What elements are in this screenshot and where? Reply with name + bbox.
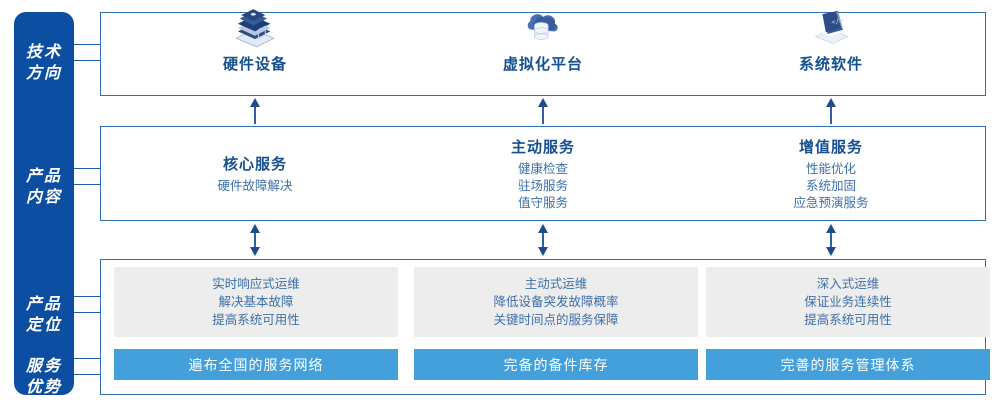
sidebar-item-product-positioning-line2: 定位 xyxy=(25,317,62,334)
positioning-line: 深入式运维 xyxy=(816,277,880,291)
advantage-bar-spare-parts[interactable]: 完备的备件库存 xyxy=(414,349,698,380)
positioning-line: 降低设备突发故障概率 xyxy=(493,295,619,309)
arrow-up-system-software xyxy=(826,98,836,124)
product-column-active-service[interactable]: 主动服务 健康检查 驻场服务 值守服务 xyxy=(398,126,688,221)
product-column-value-added-service[interactable]: 增值服务 性能优化 系统加固 应急预演服务 xyxy=(686,126,976,221)
product-content-section xyxy=(100,126,986,221)
tech-column-hardware[interactable]: 硬件设备 xyxy=(110,4,400,80)
tech-title-hardware: 硬件设备 xyxy=(222,56,287,73)
product-item: 性能优化 xyxy=(805,161,856,176)
advantage-bar-label: 遍布全国的服务网络 xyxy=(188,356,324,373)
advantage-bar-service-network[interactable]: 遍布全国的服务网络 xyxy=(114,349,398,380)
arrow-bidirectional-core xyxy=(250,224,260,256)
arrow-bidirectional-active xyxy=(538,224,548,256)
product-item: 系统加固 xyxy=(805,178,856,193)
product-heading-core-service: 核心服务 xyxy=(222,155,287,173)
sidebar-item-product-content-line2: 内容 xyxy=(25,189,62,206)
product-heading-active-service: 主动服务 xyxy=(510,138,575,156)
connector-line-prod-bottom xyxy=(74,184,102,185)
sidebar-item-tech-direction-line1: 技术 xyxy=(25,44,62,61)
arrow-up-virtualization xyxy=(538,98,548,124)
product-item: 健康检查 xyxy=(517,161,568,176)
connector-line-pos-bottom xyxy=(74,312,102,313)
tech-title-system-software: 系统软件 xyxy=(798,56,863,73)
arrow-bidirectional-value-added xyxy=(826,224,836,256)
sidebar-item-product-content-line1: 产品 xyxy=(25,168,62,185)
advantage-bar-label: 完备的备件库存 xyxy=(503,356,609,373)
server-stack-icon xyxy=(235,9,275,48)
tech-column-virtualization[interactable]: 虚拟化平台 xyxy=(398,4,688,80)
product-item: 硬件故障解决 xyxy=(217,178,293,193)
category-sidebar: 技术 方向 产品 内容 产品 定位 服务 优势 xyxy=(14,12,74,398)
product-item: 应急预演服务 xyxy=(793,195,869,210)
connector-line-prod-top xyxy=(74,168,102,169)
positioning-line: 提高系统可用性 xyxy=(212,313,300,327)
connector-line-pos-top xyxy=(74,296,102,297)
product-item: 值守服务 xyxy=(517,195,568,210)
positioning-line: 关键时间点的服务保障 xyxy=(493,313,619,327)
advantage-bar-label: 完善的服务管理体系 xyxy=(780,356,916,373)
sidebar-item-tech-direction-line2: 方向 xyxy=(25,65,62,82)
positioning-line: 提高系统可用性 xyxy=(804,313,892,327)
product-item: 驻场服务 xyxy=(517,178,568,193)
positioning-line: 实时响应式运维 xyxy=(212,277,300,291)
sidebar-item-service-advantage-line1: 服务 xyxy=(25,358,62,375)
sidebar-item-service-advantage-line2: 优势 xyxy=(25,379,62,396)
laptop-code-icon: </> xyxy=(814,10,850,44)
connector-line-tech-top xyxy=(74,44,102,45)
tech-column-system-software[interactable]: </> 系统软件 xyxy=(686,4,976,80)
advantage-bar-management-system[interactable]: 完善的服务管理体系 xyxy=(706,349,990,380)
cloud-database-icon xyxy=(527,14,558,40)
sidebar-item-product-content[interactable]: 产品 内容 xyxy=(14,166,74,208)
product-column-core-service[interactable]: 核心服务 硬件故障解决 xyxy=(110,126,400,221)
connector-line-tech-bottom xyxy=(74,60,102,61)
positioning-line: 保证业务连续性 xyxy=(804,295,892,309)
tech-title-virtualization: 虚拟化平台 xyxy=(502,56,583,73)
svg-text:</>: </> xyxy=(831,16,845,26)
positioning-box-proactive[interactable]: 主动式运维 降低设备突发故障概率 关键时间点的服务保障 xyxy=(414,267,698,337)
product-heading-value-added-service: 增值服务 xyxy=(798,138,863,156)
sidebar-item-product-positioning-line1: 产品 xyxy=(25,296,62,313)
connector-line-adv-top xyxy=(74,358,102,359)
sidebar-item-tech-direction[interactable]: 技术 方向 xyxy=(14,42,74,84)
positioning-line: 主动式运维 xyxy=(524,277,588,291)
arrow-up-hardware xyxy=(250,98,260,124)
positioning-box-indepth[interactable]: 深入式运维 保证业务连续性 提高系统可用性 xyxy=(706,267,990,337)
connector-line-adv-bottom xyxy=(74,374,102,375)
positioning-box-realtime[interactable]: 实时响应式运维 解决基本故障 提高系统可用性 xyxy=(114,267,398,337)
positioning-line: 解决基本故障 xyxy=(218,295,294,309)
sidebar-item-service-advantage[interactable]: 服务 优势 xyxy=(14,356,74,398)
sidebar-item-product-positioning[interactable]: 产品 定位 xyxy=(14,294,74,336)
